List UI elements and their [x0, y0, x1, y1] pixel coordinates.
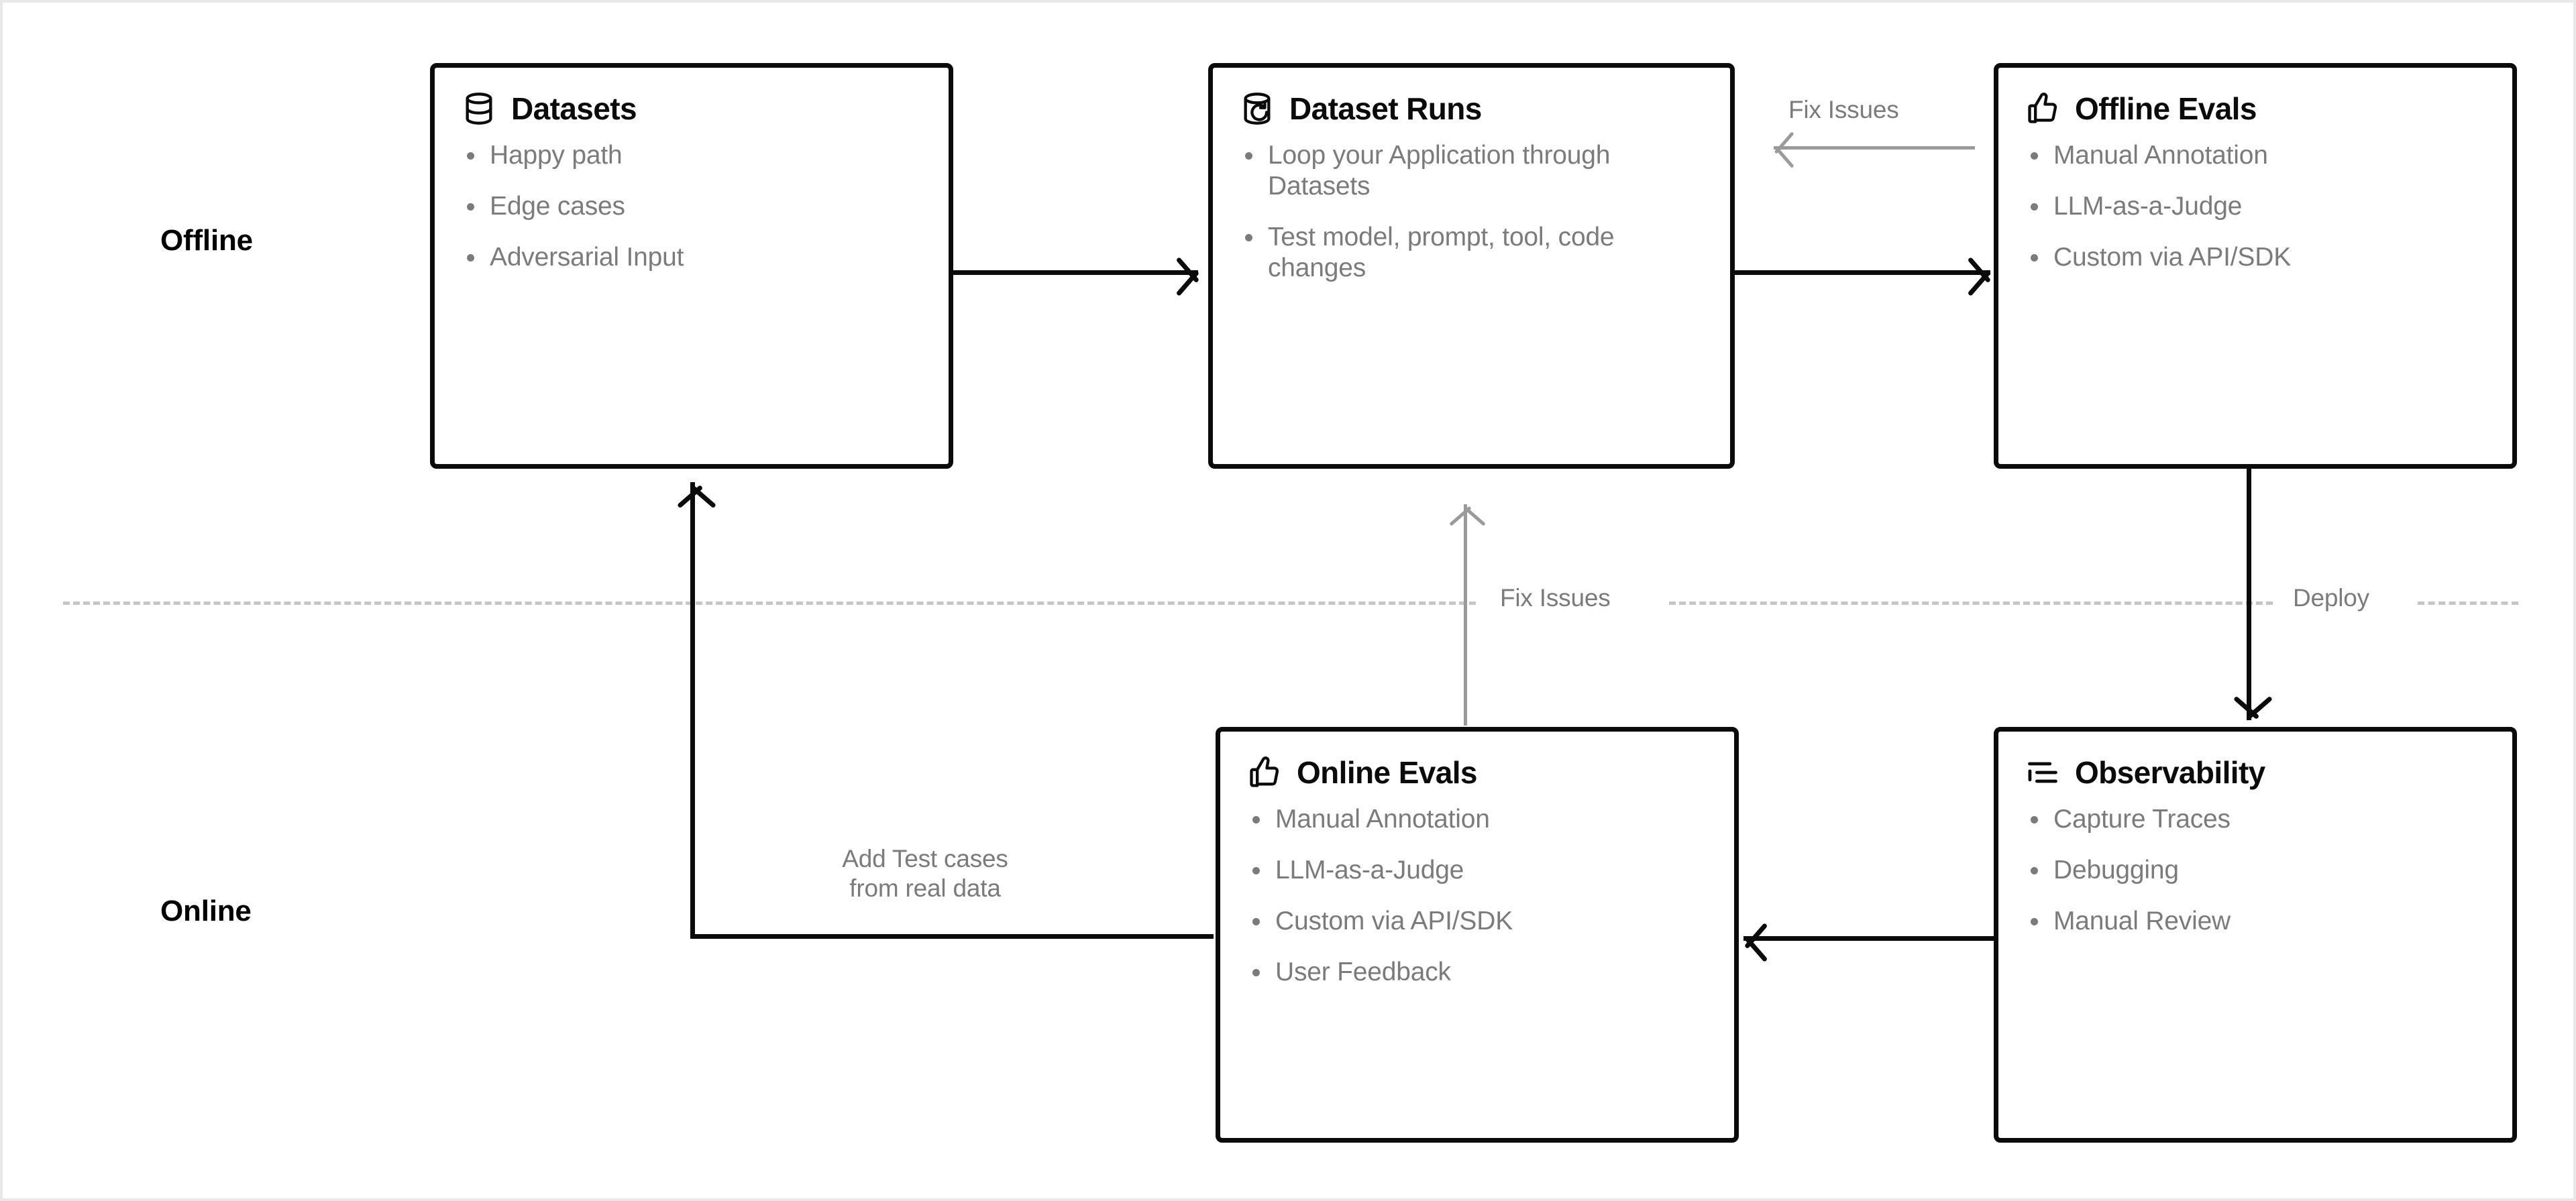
node-datasets-bullets: Happy path Edge cases Adversarial Input — [462, 140, 922, 273]
edge-observability-to-online-evals — [1743, 936, 1995, 941]
node-datasets-header: Datasets — [462, 91, 922, 127]
node-datasets[interactable]: Datasets Happy path Edge cases Adversari… — [430, 63, 953, 469]
node-online-evals-bullets: Manual Annotation LLM-as-a-Judge Custom … — [1247, 804, 1707, 988]
list-item: Edge cases — [462, 191, 922, 222]
divider-label-deploy: Deploy — [2293, 584, 2369, 612]
database-refresh-icon — [1244, 93, 1271, 125]
edge-label-fix-issues-top: Fix Issues — [1788, 96, 1899, 123]
edge-fix-issues-vertical — [1464, 504, 1467, 726]
list-item: Happy path — [462, 140, 922, 171]
node-observability-title: Observability — [2075, 755, 2265, 790]
section-label-online: Online — [160, 895, 252, 927]
node-online-evals[interactable]: Online Evals Manual Annotation LLM-as-a-… — [1216, 727, 1739, 1143]
edge-online-evals-to-datasets-vertical — [690, 482, 695, 938]
list-item: Capture Traces — [2025, 804, 2485, 835]
edge-offline-evals-to-observability — [2247, 467, 2251, 720]
node-observability[interactable]: Observability Capture Traces Debugging M… — [1994, 727, 2517, 1143]
list-item: Custom via API/SDK — [1247, 906, 1707, 937]
list-item: Adversarial Input — [462, 242, 922, 273]
node-dataset-runs[interactable]: Dataset Runs Loop your Application throu… — [1208, 63, 1735, 469]
list-indent-icon — [2028, 762, 2057, 783]
node-dataset-runs-title: Dataset Runs — [1289, 91, 1482, 126]
edge-datasets-to-dataset-runs — [953, 270, 1198, 275]
node-dataset-runs-header: Dataset Runs — [1240, 91, 1703, 127]
thumbs-up-icon — [1250, 756, 1279, 787]
divider-segment-middle — [1669, 602, 2273, 605]
database-icon — [466, 93, 492, 125]
edge-fix-issues-top — [1774, 146, 1975, 150]
node-offline-evals-title: Offline Evals — [2075, 91, 2257, 126]
edge-online-evals-to-datasets-horizontal — [690, 934, 1214, 939]
list-item: Loop your Application through Datasets — [1240, 140, 1703, 202]
list-item: Manual Annotation — [2025, 140, 2485, 171]
list-item: Debugging — [2025, 855, 2485, 886]
node-offline-evals-bullets: Manual Annotation LLM-as-a-Judge Custom … — [2025, 140, 2485, 273]
node-datasets-title: Datasets — [511, 91, 637, 126]
divider-segment-right — [2418, 602, 2518, 605]
node-online-evals-header: Online Evals — [1247, 754, 1707, 791]
list-item: Custom via API/SDK — [2025, 242, 2485, 273]
edge-label-add-test-cases: Add Test cases from real data — [842, 845, 1008, 903]
node-offline-evals-header: Offline Evals — [2025, 91, 2485, 127]
node-online-evals-title: Online Evals — [1297, 755, 1478, 790]
list-item: User Feedback — [1247, 957, 1707, 988]
list-item: LLM-as-a-Judge — [1247, 855, 1707, 886]
node-observability-bullets: Capture Traces Debugging Manual Review — [2025, 804, 2485, 937]
list-item: Manual Annotation — [1247, 804, 1707, 835]
edge-dataset-runs-to-offline-evals — [1732, 270, 1990, 275]
list-item: Test model, prompt, tool, code changes — [1240, 222, 1703, 284]
divider-segment-left — [63, 602, 1476, 605]
node-dataset-runs-bullets: Loop your Application through Datasets T… — [1240, 140, 1703, 284]
section-label-offline: Offline — [160, 224, 253, 257]
thumbs-up-icon — [2028, 93, 2057, 123]
node-offline-evals[interactable]: Offline Evals Manual Annotation LLM-as-a… — [1994, 63, 2517, 469]
list-item: LLM-as-a-Judge — [2025, 191, 2485, 222]
divider-label-fix-issues: Fix Issues — [1500, 584, 1611, 612]
node-observability-header: Observability — [2025, 754, 2485, 791]
list-item: Manual Review — [2025, 906, 2485, 937]
